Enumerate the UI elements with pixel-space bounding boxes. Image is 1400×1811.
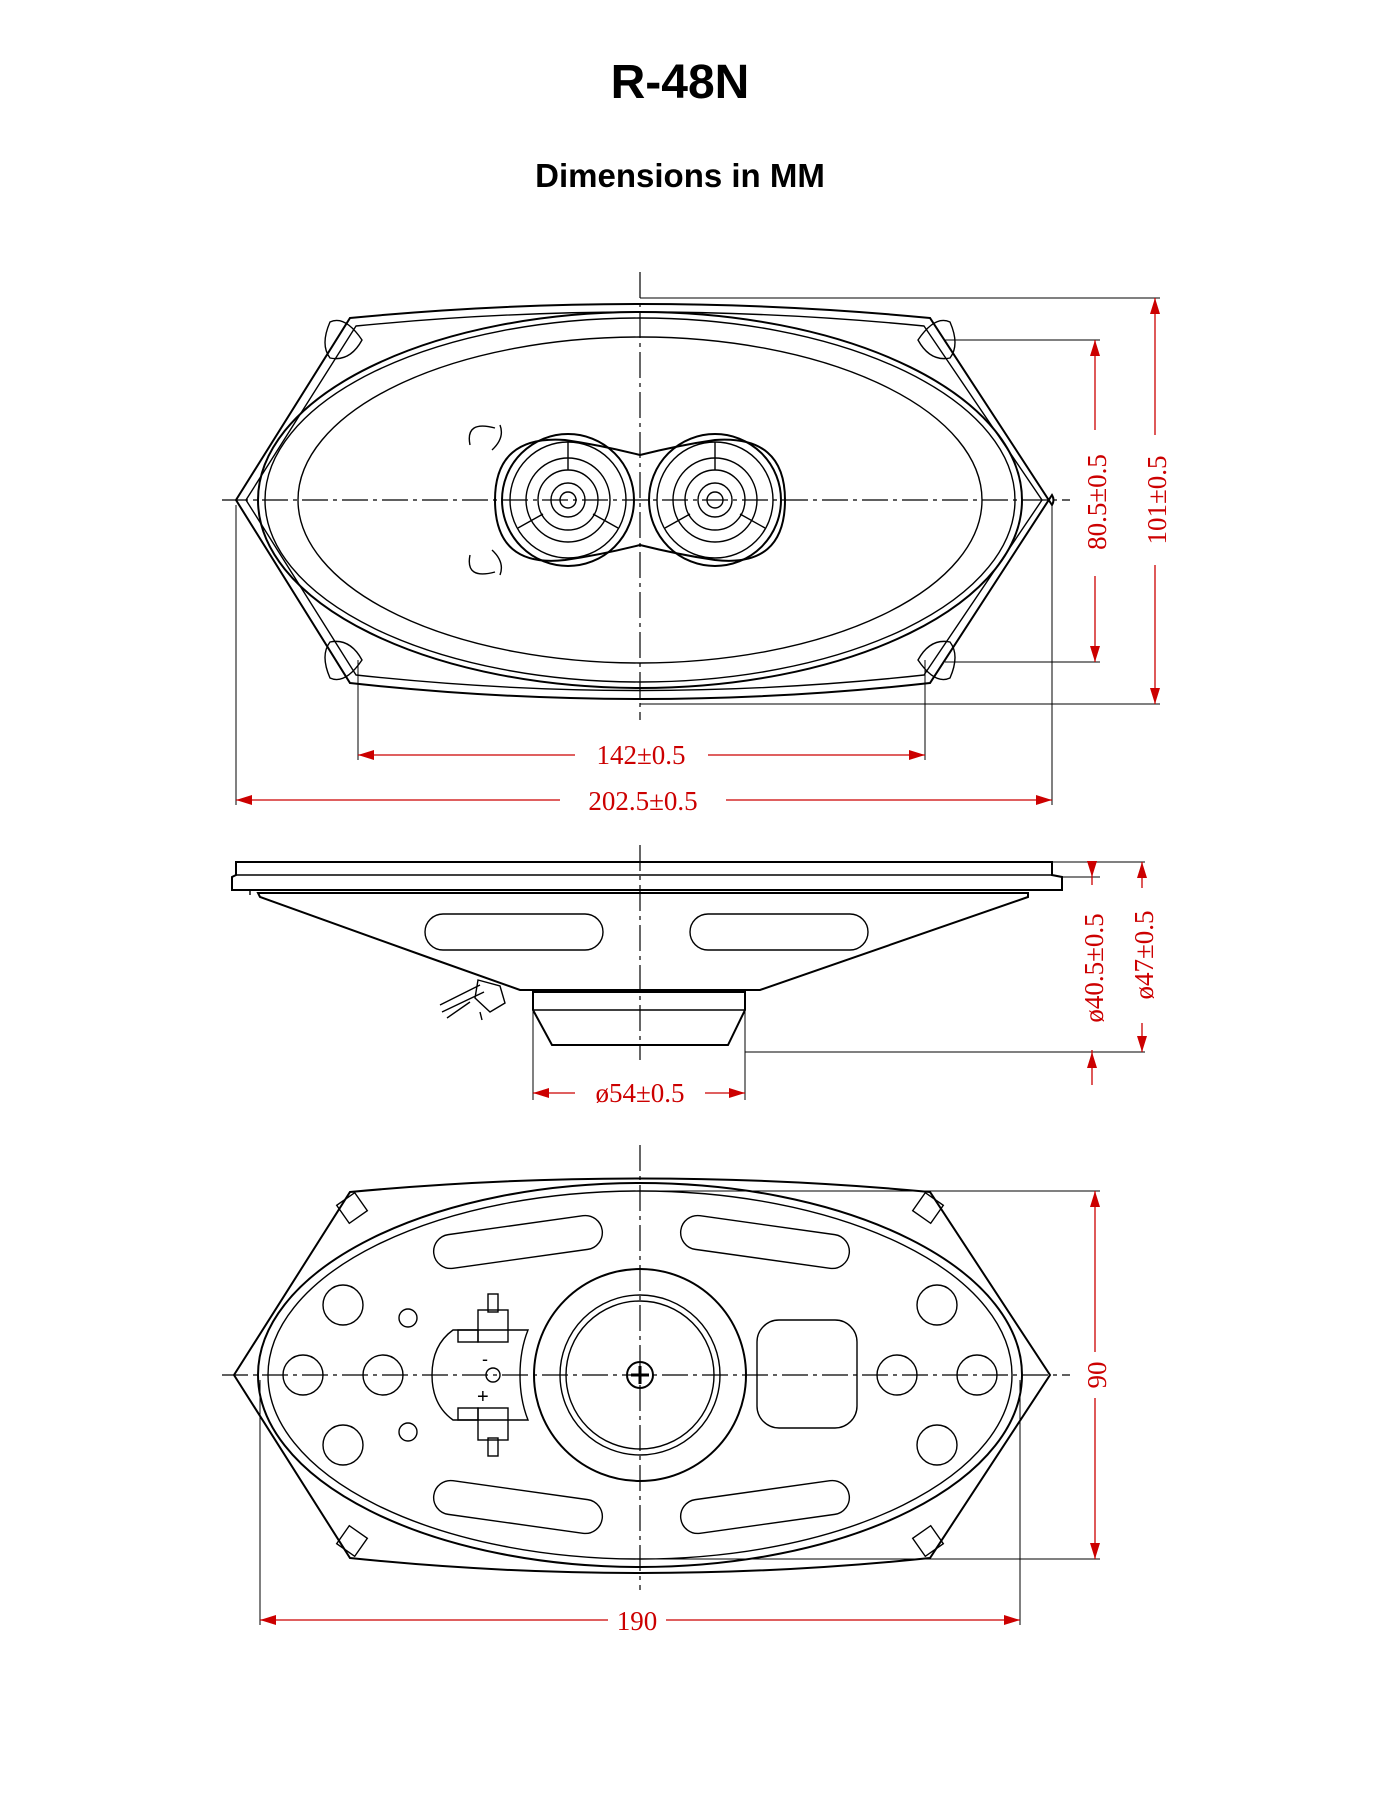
- dim-hole-spacing-vertical: 80.5±0.5: [1082, 454, 1112, 550]
- back-outer-frame: [232, 1177, 1052, 1574]
- front-mount-tab-br: [917, 640, 956, 681]
- back-hole: [916, 1424, 958, 1466]
- terminal-plus-label: +: [477, 1386, 489, 1408]
- dim-overall-depth: ø47±0.5: [1129, 910, 1159, 999]
- back-label-window: [756, 1319, 858, 1429]
- side-terminal: [439, 979, 506, 1021]
- dim-hole-spacing-horizontal: 142±0.5: [596, 740, 685, 770]
- back-slot-tr: [679, 1214, 851, 1270]
- back-slot-bl: [432, 1479, 604, 1535]
- side-flange: [231, 861, 1063, 891]
- back-mount-tab-tr: [911, 1191, 945, 1225]
- back-terminal-block: [431, 1329, 530, 1421]
- back-slot-br: [679, 1479, 851, 1535]
- back-view: - + 190 90: [222, 1145, 1112, 1636]
- back-hole-small: [398, 1422, 418, 1442]
- dim-mount-depth: ø40.5±0.5: [1079, 913, 1109, 1022]
- tweeter-lead-wire: [468, 424, 503, 576]
- dim-cutout-width: 190: [617, 1606, 658, 1636]
- front-mount-tab-bl: [324, 640, 363, 681]
- front-mount-tab-tl: [324, 319, 363, 360]
- back-mount-tab-tl: [335, 1191, 369, 1225]
- side-basket-window-right: [689, 913, 869, 951]
- drawing-title: R-48N: [610, 56, 750, 109]
- back-hole: [322, 1424, 364, 1466]
- side-view: ø54±0.5 ø40.5±0.5 ø47±0.5: [231, 845, 1159, 1108]
- side-basket: [256, 892, 1029, 991]
- drawing-subtitle: Dimensions in MM: [535, 157, 825, 194]
- front-inner-frame: [245, 311, 1043, 692]
- front-view: 142±0.5 202.5±0.5 80.5±0.5 101±0.5: [222, 272, 1172, 816]
- back-mount-tab-br: [911, 1524, 945, 1558]
- dim-cutout-height: 90: [1082, 1362, 1112, 1389]
- front-mount-tab-tr: [917, 319, 956, 360]
- back-hole: [322, 1284, 364, 1326]
- back-mount-tab-bl: [335, 1524, 369, 1558]
- back-slot-tl: [432, 1214, 604, 1270]
- dim-overall-height: 101±0.5: [1142, 455, 1172, 544]
- terminal-minus-label: -: [482, 1349, 488, 1369]
- side-magnet: [532, 991, 746, 1046]
- back-hole-small: [398, 1308, 418, 1328]
- dim-magnet-diameter: ø54±0.5: [595, 1078, 684, 1108]
- front-outer-frame: [234, 303, 1055, 700]
- back-hole: [916, 1284, 958, 1326]
- side-basket-window-left: [424, 913, 604, 951]
- dim-overall-width: 202.5±0.5: [588, 786, 697, 816]
